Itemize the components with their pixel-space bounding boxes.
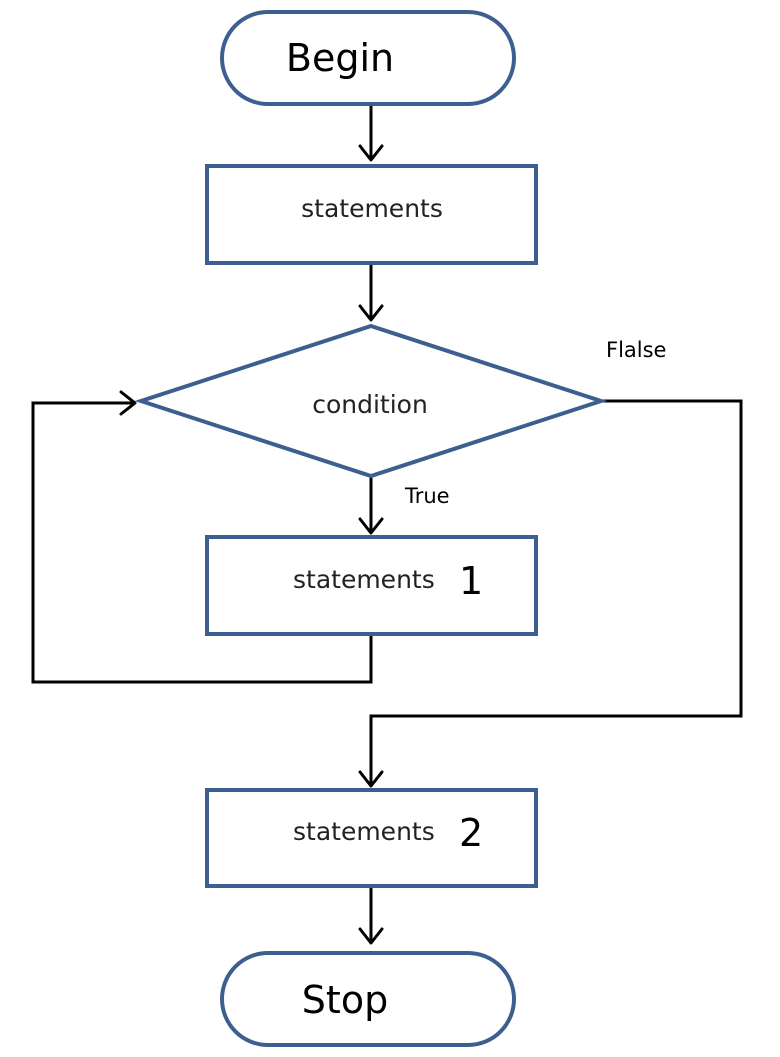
connector-false-branch	[369, 399, 743, 786]
statements-label: statements	[301, 194, 443, 223]
condition-label: condition	[312, 390, 428, 419]
arrowhead-stop	[358, 927, 384, 945]
arrowhead-statements1	[358, 517, 384, 535]
statements2-number: 2	[459, 811, 483, 855]
arrowhead-statements	[358, 144, 384, 162]
statements1-number: 1	[459, 559, 483, 603]
stop-label: Stop	[302, 978, 388, 1022]
statements1-box: statements 1	[205, 535, 538, 636]
statements1-label: statements	[293, 565, 435, 594]
arrowhead-loop-back	[119, 390, 137, 416]
connector-loop-back	[31, 401, 373, 684]
statements-box: statements	[205, 164, 538, 265]
arrowhead-statements2	[358, 770, 384, 788]
statements2-label: statements	[293, 817, 435, 846]
begin-terminal: Begin	[220, 10, 516, 106]
begin-label: Begin	[286, 36, 394, 80]
arrowhead-condition	[358, 304, 384, 322]
condition-decision: condition	[134, 323, 608, 479]
statements2-box: statements 2	[205, 788, 538, 888]
true-label: True	[404, 484, 450, 508]
connectors	[31, 105, 743, 945]
stop-terminal: Stop	[220, 951, 516, 1047]
false-label: Flalse	[606, 338, 666, 362]
